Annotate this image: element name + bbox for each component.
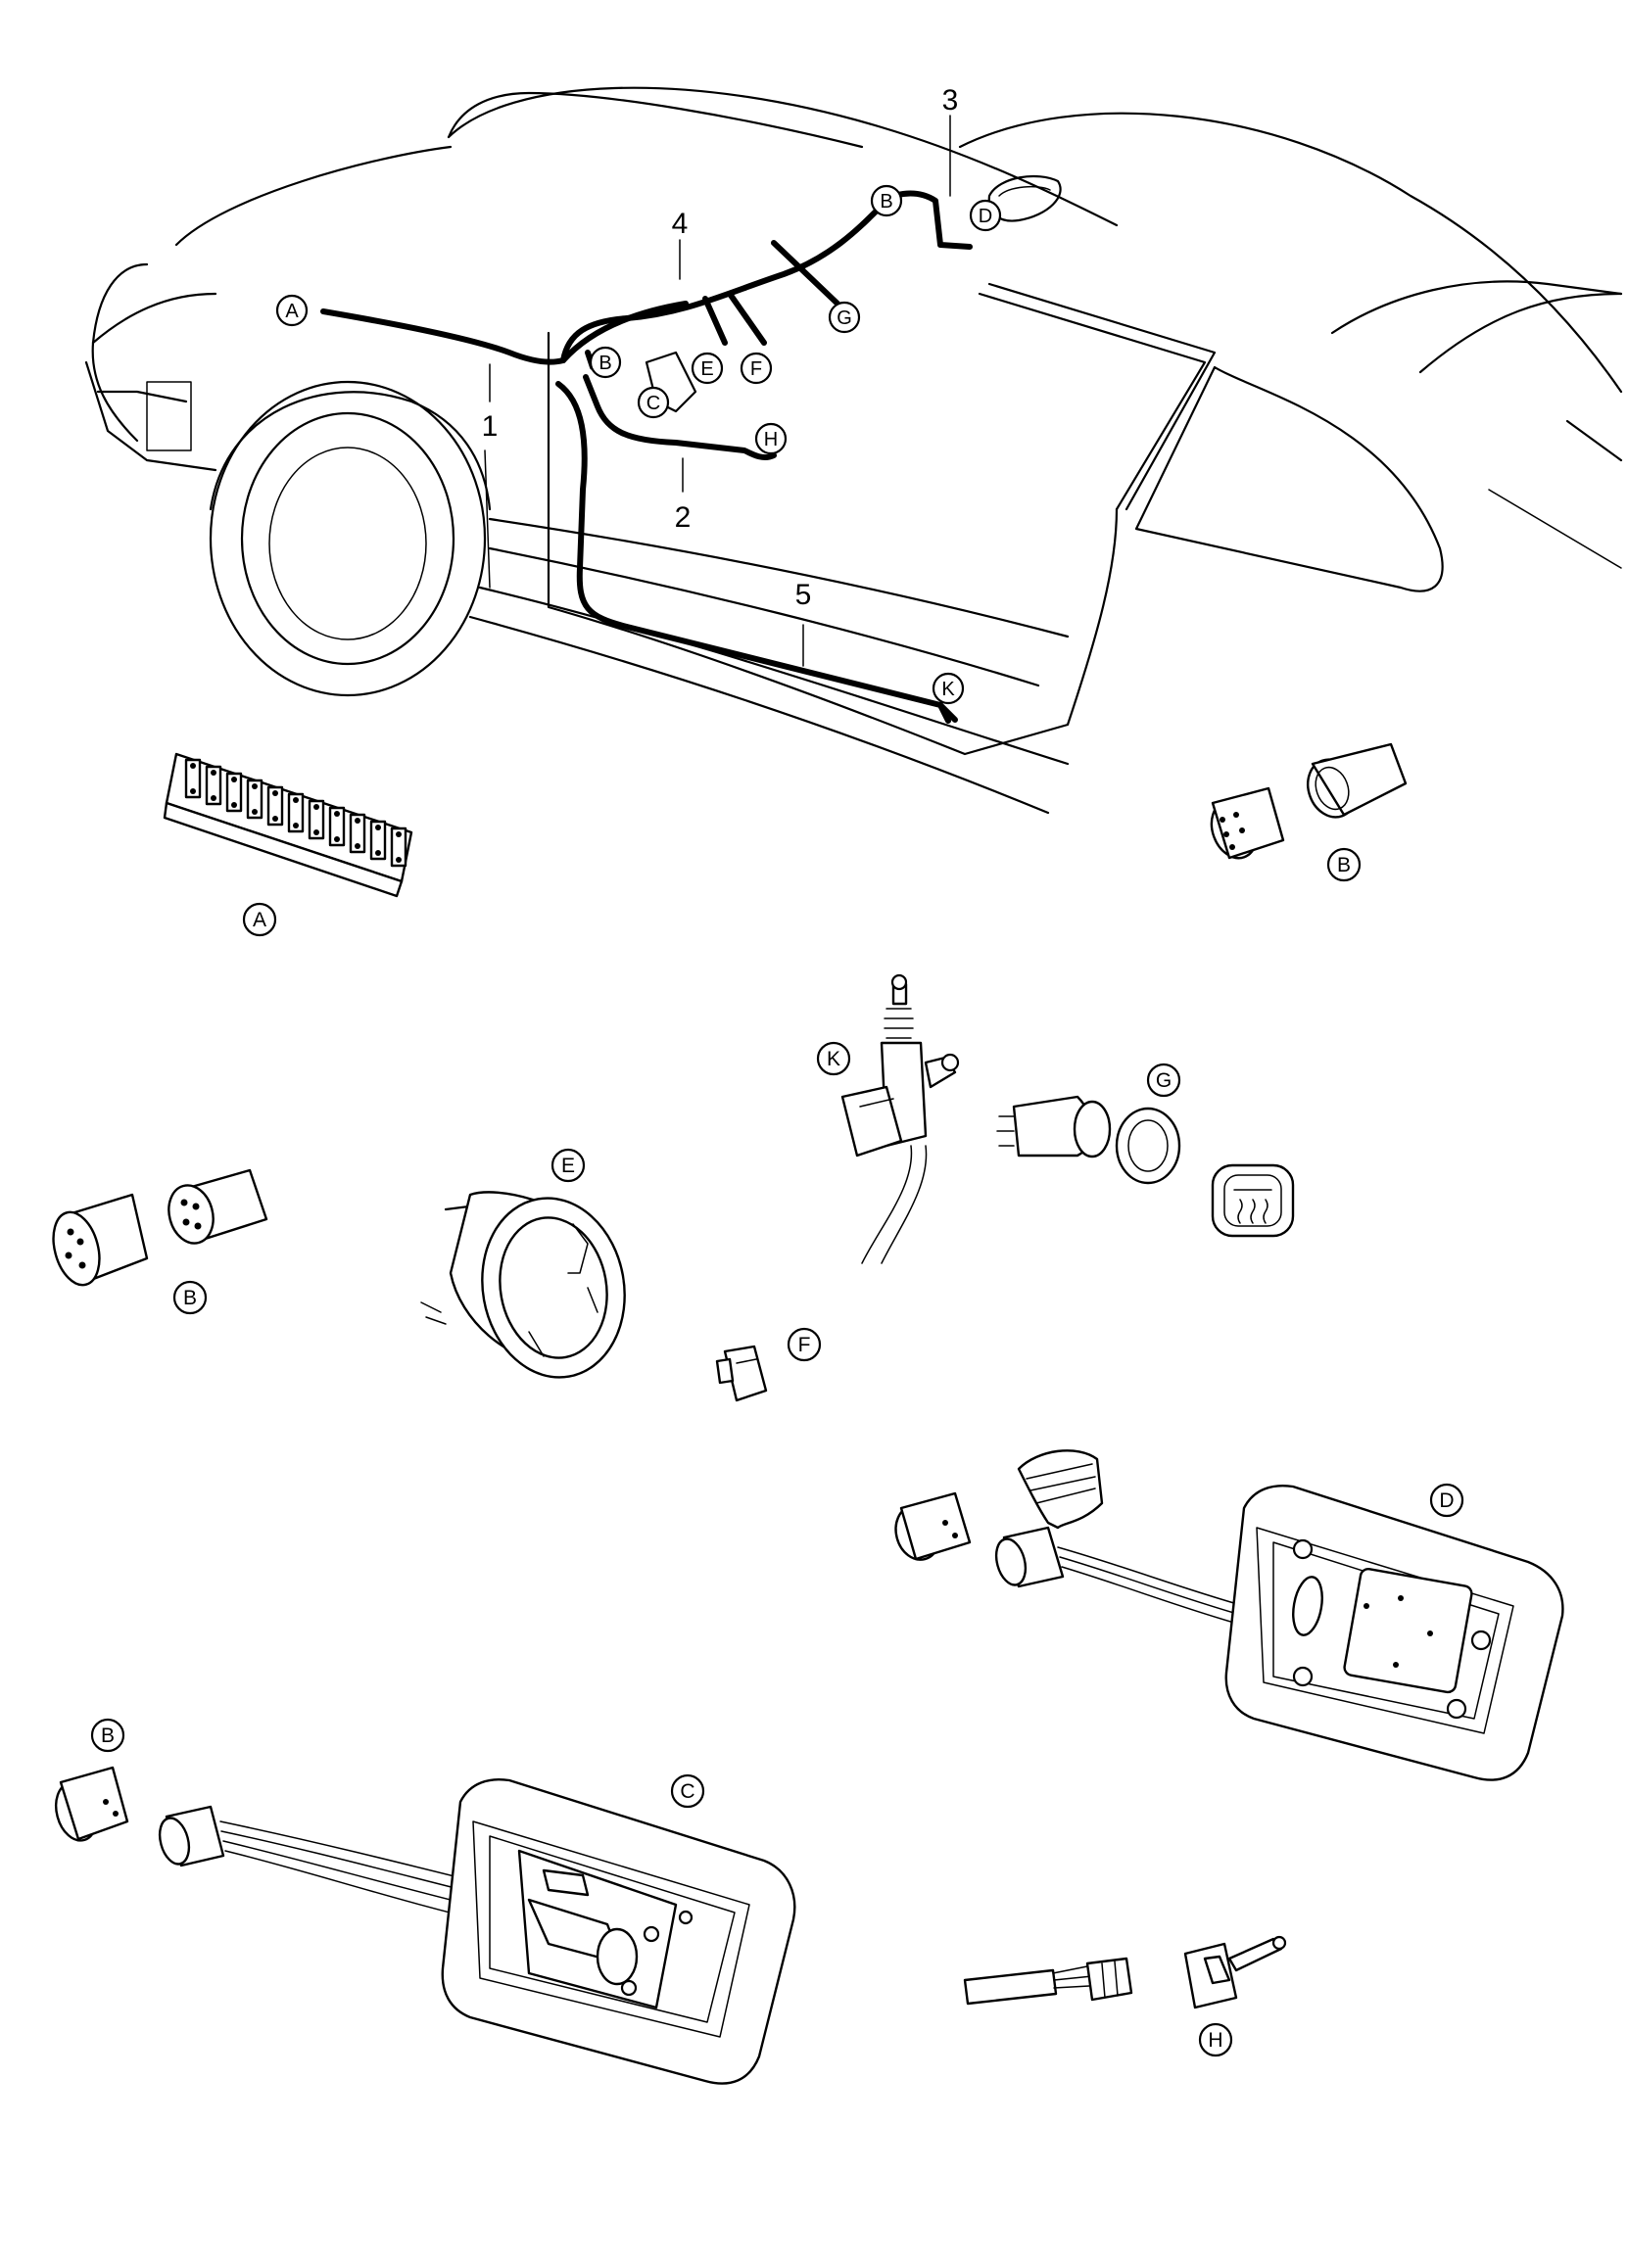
mirror-switch-part: B C [54, 1718, 796, 2085]
label-4: 4 [672, 208, 689, 240]
connector-pair-b-top: B [1210, 742, 1408, 882]
callout-b-part-top: B [1337, 854, 1351, 876]
callout-e-part: E [561, 1155, 575, 1177]
callout-h-part: H [1208, 2029, 1222, 2052]
callout-c-car: C [646, 393, 660, 414]
gauge-housing-part: E [420, 1148, 626, 1379]
fuse [225, 772, 243, 813]
rear-defrost-icon [1233, 1189, 1272, 1224]
toggle-switch-part: H [963, 1935, 1287, 2057]
harness-5 [555, 381, 958, 723]
fuse [308, 799, 325, 840]
fuse-box-part: A [163, 752, 413, 937]
fuse [349, 813, 366, 854]
callout-b-part-bottom: B [101, 1725, 115, 1747]
fuse [328, 806, 346, 847]
harness-1 [320, 308, 566, 365]
callout-c-part: C [680, 1780, 694, 1803]
mirror-adjuster-part: D [894, 1449, 1564, 1781]
callout-g-part: G [1156, 1069, 1172, 1092]
fuse-row [184, 758, 407, 868]
fuse [390, 827, 407, 868]
car-callouts: A B D G B E F C H K 1 2 3 4 [275, 84, 1002, 705]
harness-2 [583, 374, 777, 461]
label-1: 1 [482, 410, 499, 443]
small-switch-part: F [715, 1327, 822, 1402]
callout-b-car-upper: B [880, 191, 892, 213]
callout-e-car: E [700, 358, 713, 380]
callout-b-part-left: B [183, 1287, 197, 1309]
fuse [184, 758, 202, 799]
callout-a-part: A [253, 909, 266, 931]
fuse [205, 765, 222, 806]
callout-b-car-lower: B [598, 353, 611, 374]
callout-d-part: D [1439, 1489, 1454, 1512]
door-lock-actuator-part: K [816, 973, 960, 1264]
harness-4 [560, 203, 885, 363]
fuse [369, 820, 387, 861]
fuse [287, 792, 305, 833]
label-5: 5 [795, 579, 812, 611]
callout-d-car: D [979, 206, 992, 227]
label-2: 2 [675, 501, 692, 534]
callout-g-car: G [837, 307, 852, 329]
car-body-outline [84, 86, 1623, 815]
callout-k-part: K [827, 1048, 840, 1070]
callout-a-car: A [285, 301, 299, 322]
callout-k-car: K [941, 679, 955, 700]
callout-f-car: F [750, 358, 762, 380]
fuse [266, 785, 284, 827]
wiring-harness [320, 190, 973, 724]
label-3: 3 [942, 84, 959, 117]
fuse [246, 779, 263, 820]
rear-defogger-switch-part: G [996, 1063, 1295, 1238]
callout-h-car: H [764, 429, 778, 450]
connector-pair-b-left: B [52, 1168, 268, 1315]
callout-f-part: F [798, 1334, 811, 1356]
